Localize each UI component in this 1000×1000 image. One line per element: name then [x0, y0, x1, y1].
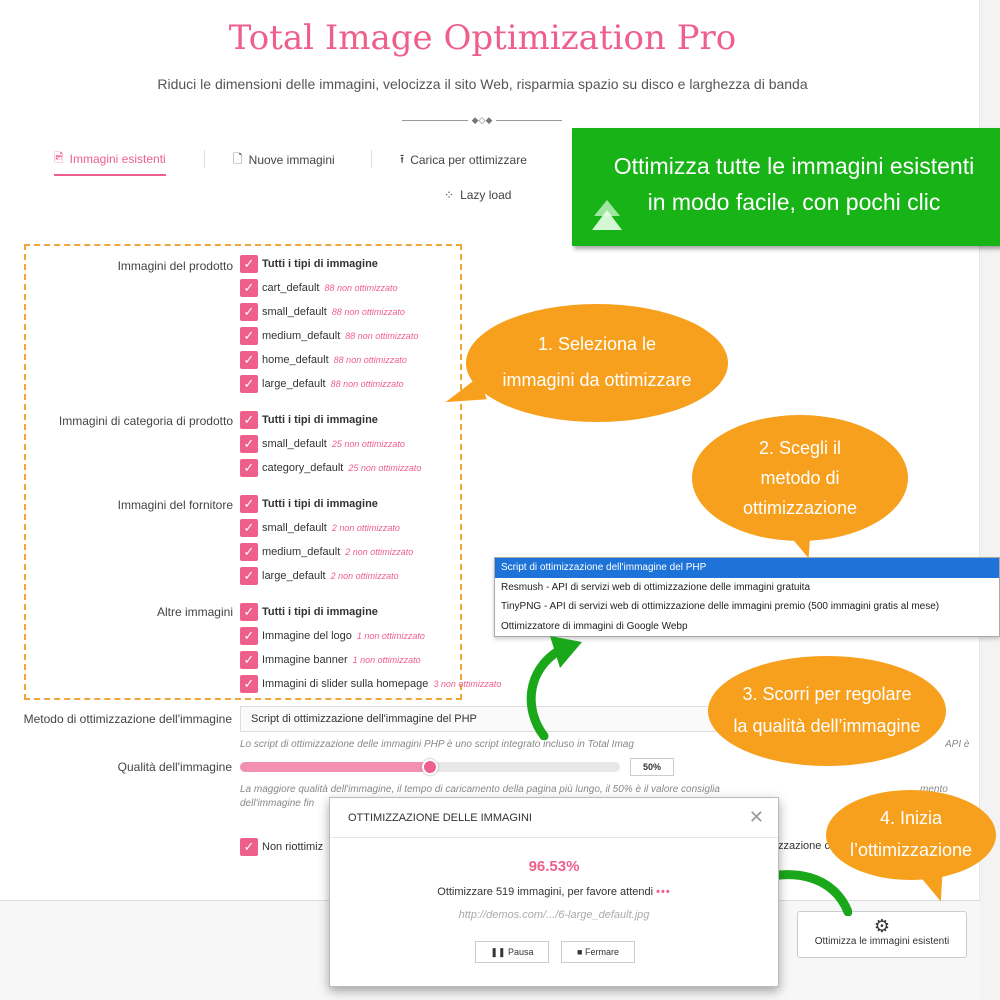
tab-new-images[interactable]: 🗋 Nuove immagini: [233, 144, 335, 176]
page-side-strip: [980, 0, 1000, 1000]
checkbox[interactable]: ✓: [240, 519, 258, 537]
title-divider: ◆◇◆: [402, 113, 562, 127]
checkbox[interactable]: ✓: [240, 567, 258, 585]
tab-existing-images[interactable]: 🖻 Immagini esistenti: [54, 144, 166, 176]
optimization-progress-modal: OTTIMIZZAZIONE DELLE IMMAGINI ✕ 96.53% O…: [329, 797, 779, 987]
tab-lazy-load[interactable]: ⁘ Lazy load: [444, 188, 512, 202]
method-label: Metodo di ottimizzazione dell'immagine: [23, 712, 232, 726]
dropdown-option[interactable]: Ottimizzatore di immagini di Google Webp: [501, 620, 688, 632]
group-label-other: Altre immagini: [156, 605, 233, 619]
no-reoptimize-checkbox-row[interactable]: ✓ Non riottimiz: [240, 838, 323, 856]
stop-button[interactable]: ■ Fermare: [561, 941, 635, 963]
checkbox[interactable]: ✓: [240, 435, 258, 453]
quality-value-box[interactable]: 50%: [630, 758, 674, 776]
group-label-supplier: Immagini del fornitore: [117, 498, 233, 512]
pause-button[interactable]: ❚❚ Pausa: [475, 941, 549, 963]
checkbox[interactable]: ✓: [240, 411, 258, 429]
image-file-icon: 🖻: [54, 150, 64, 165]
checkbox[interactable]: ✓: [240, 375, 258, 393]
stop-icon: ■: [577, 947, 583, 957]
checkbox[interactable]: ✓: [240, 543, 258, 561]
arrow-to-dropdown-icon: [526, 636, 582, 740]
quality-help-text-end: mento: [920, 784, 948, 795]
loading-dots-icon: •••: [656, 886, 671, 898]
callout-step-1: 1. Seleziona le immagini da ottimizzare: [441, 304, 728, 422]
checkbox[interactable]: ✓: [240, 459, 258, 477]
pause-icon: ❚❚: [490, 947, 506, 957]
optimize-existing-images-button[interactable]: ⚙ Ottimizza le immagini esistenti: [797, 911, 967, 958]
banner-line-1: Ottimizza tutte le immagini esistenti: [613, 153, 975, 179]
checkbox[interactable]: ✓: [240, 351, 258, 369]
upload-icon: ⭱: [400, 151, 405, 166]
method-select[interactable]: Script di ottimizzazione dell'immagine d…: [240, 706, 800, 732]
banner-line-2: in modo facile, con pochi clic: [647, 189, 941, 215]
dropdown-option[interactable]: TinyPNG - API di servizi web di ottimizz…: [501, 601, 940, 612]
quality-help-text-2: dell'immagine fin: [240, 798, 315, 809]
checkbox-row[interactable]: ✓Tutti i tipi di immagine: [240, 603, 378, 621]
close-icon[interactable]: ✕: [748, 807, 764, 827]
page-subtitle: Riduci le dimensioni delle immagini, vel…: [157, 76, 808, 92]
gears-icon: ⚙: [873, 916, 891, 936]
callout-step-3: 3. Scorri per regolare la qualità dell’i…: [708, 656, 946, 766]
divider-ornament: ◆◇◆: [471, 115, 493, 125]
module-logo-icon: [592, 200, 622, 230]
checkbox[interactable]: ✓: [240, 495, 258, 513]
page-title: Total Image Optimization Pro: [228, 18, 737, 58]
dropdown-option[interactable]: Resmush - API di servizi web di ottimizz…: [501, 581, 811, 593]
modal-title: OTTIMIZZAZIONE DELLE IMMAGINI: [348, 812, 532, 824]
checkbox[interactable]: ✓: [240, 327, 258, 345]
progress-message: Ottimizzare 519 immagini, per favore att…: [437, 886, 671, 898]
checkbox[interactable]: ✓: [240, 603, 258, 621]
method-dropdown-list: Script di ottimizzazione dell'immagine d…: [494, 557, 1000, 637]
quality-help-text: La maggiore qualità dell'immagine, il te…: [240, 784, 720, 795]
checkbox-row[interactable]: ✓Tutti i tipi di immagine: [240, 495, 378, 513]
partial-option-text: zzazione c: [778, 840, 830, 852]
spinner-icon: ⁘: [444, 188, 455, 202]
modal-header: OTTIMIZZAZIONE DELLE IMMAGINI ✕: [330, 798, 778, 838]
group-label-category: Immagini di categoria di prodotto: [58, 414, 233, 428]
method-help-text-end: API è: [945, 739, 970, 750]
current-file-url: http://demos.com/.../6-large_default.jpg: [458, 909, 650, 921]
file-icon: 🗋: [233, 151, 243, 166]
image-selection-highlight: [24, 244, 462, 700]
checkbox[interactable]: ✓: [240, 627, 258, 645]
checkbox[interactable]: ✓: [240, 675, 258, 693]
checkbox[interactable]: ✓: [240, 651, 258, 669]
promo-banner: Ottimizza tutte le immagini esistenti in…: [572, 128, 1000, 246]
dropdown-option[interactable]: Script di ottimizzazione dell'immagine d…: [495, 558, 999, 578]
progress-percent: 96.53%: [528, 858, 580, 875]
tab-upload-to-optimize[interactable]: ⭱ Carica per ottimizzare: [400, 144, 527, 176]
callout-step-2: 2. Scegli il metodo di ottimizzazione: [692, 415, 908, 562]
callout-step-4: 4. Inizia l’ottimizzazione: [826, 790, 996, 905]
checkbox[interactable]: ✓: [240, 838, 258, 856]
group-label-product: Immagini del prodotto: [117, 259, 233, 273]
method-help-text: Lo script di ottimizzazione delle immagi…: [240, 739, 634, 750]
quality-slider[interactable]: [240, 759, 620, 775]
checkbox[interactable]: ✓: [240, 255, 258, 273]
checkbox-row[interactable]: ✓Tutti i tipi di immagine: [240, 255, 378, 273]
checkbox[interactable]: ✓: [240, 279, 258, 297]
quality-slider-handle[interactable]: [422, 759, 438, 775]
quality-slider-fill: [240, 762, 430, 772]
quality-label: Qualità dell'immagine: [117, 760, 232, 774]
checkbox[interactable]: ✓: [240, 303, 258, 321]
checkbox-row[interactable]: ✓Tutti i tipi di immagine: [240, 411, 378, 429]
